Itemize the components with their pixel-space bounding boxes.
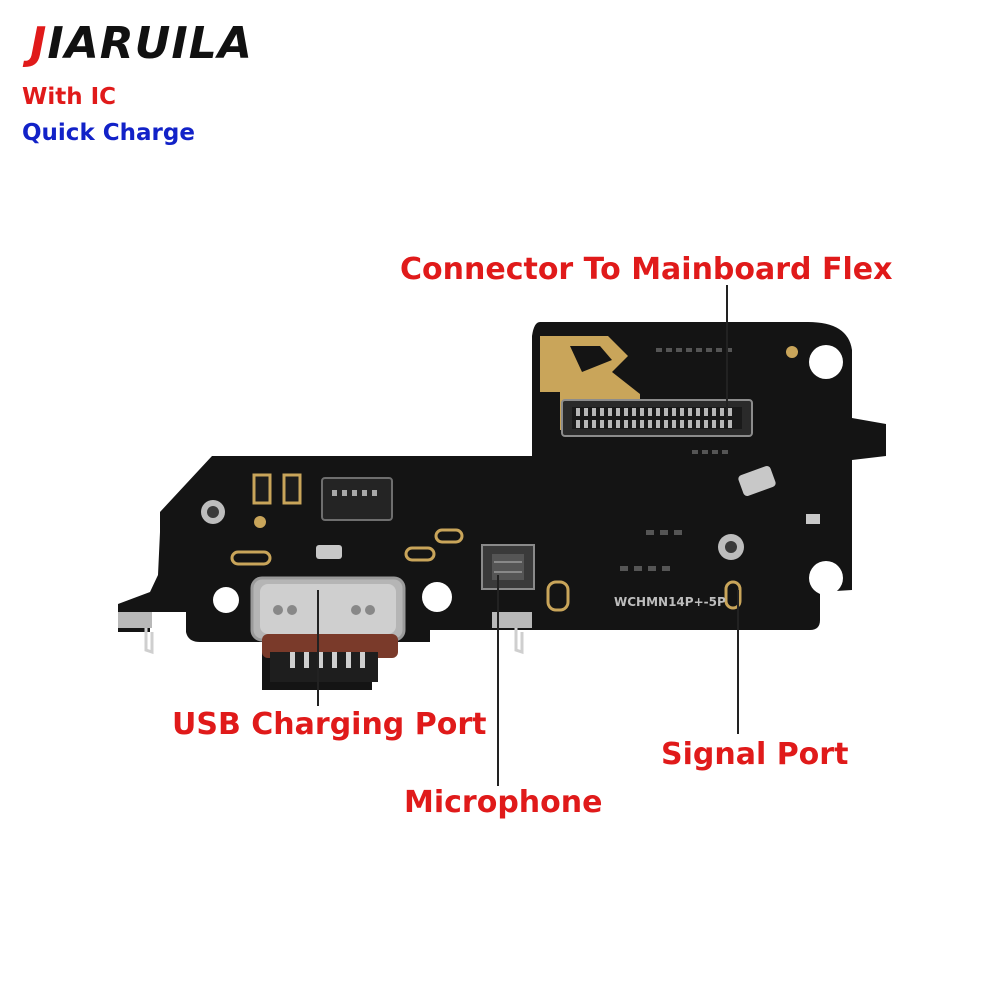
usb-c-port <box>250 576 406 682</box>
microphone-label: Microphone <box>404 785 603 820</box>
quick-charge-tag: Quick Charge <box>22 120 195 146</box>
microphone-component <box>481 544 535 590</box>
mainboard-connector <box>561 399 753 437</box>
signal-port-label: Signal Port <box>661 737 849 772</box>
brand-logo: JIARUILA <box>30 22 253 66</box>
brand-rest: IARUILA <box>47 18 253 69</box>
signal-port-left <box>201 500 225 524</box>
silkscreen-text: WCHMN14P+-5P <box>614 595 726 609</box>
pcb-board <box>118 322 886 690</box>
with-ic-tag: With IC <box>22 84 117 110</box>
brand-initial: J <box>30 18 48 69</box>
signal-port-right <box>718 534 744 560</box>
connector-label: Connector To Mainboard Flex <box>400 252 893 287</box>
usb-charging-port-label: USB Charging Port <box>172 707 487 742</box>
